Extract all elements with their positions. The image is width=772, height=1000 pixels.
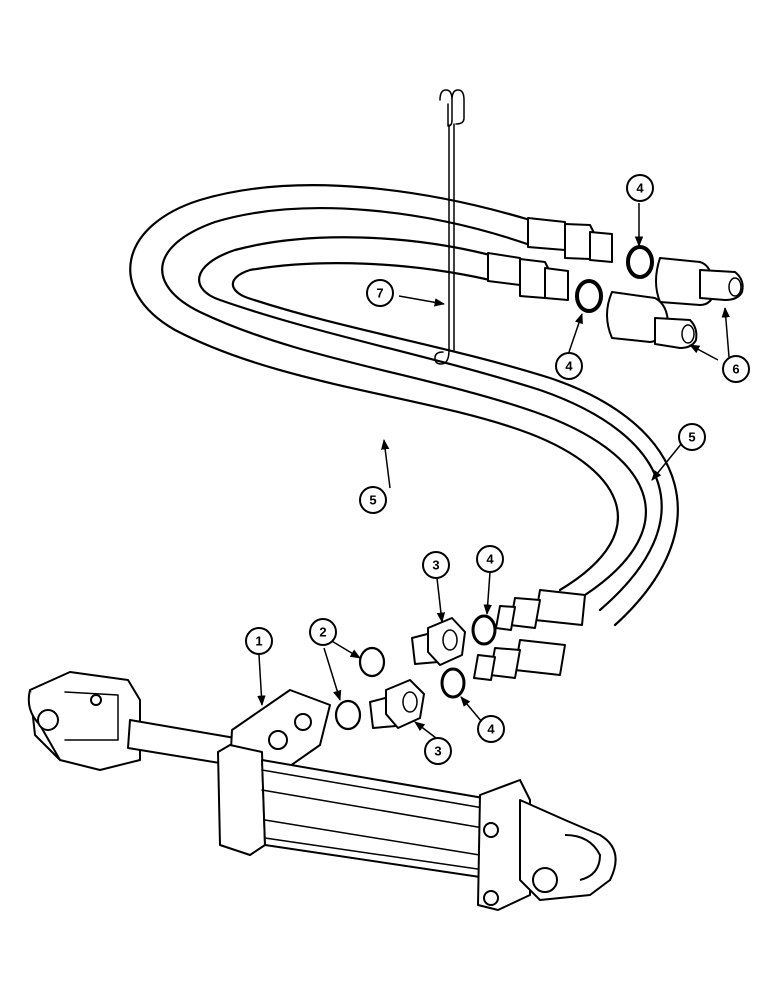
adapters-part-3 [369, 617, 466, 729]
svg-text:6: 6 [732, 362, 739, 377]
hydraulic-cylinder-part-1 [27, 671, 617, 911]
upper-hose-fittings [487, 217, 613, 301]
callout-4-lower: 4 [477, 715, 505, 743]
callout-6: 6 [722, 355, 750, 383]
lower-hose-fittings [473, 589, 586, 681]
svg-text:5: 5 [688, 430, 695, 445]
callout-4-upper-left: 4 [555, 352, 583, 380]
svg-text:5: 5 [369, 493, 376, 508]
svg-text:1: 1 [255, 634, 262, 649]
callout-7: 7 [366, 279, 394, 307]
svg-text:7: 7 [376, 286, 383, 301]
callout-3-top: 3 [422, 551, 450, 579]
svg-text:3: 3 [432, 558, 439, 573]
svg-text:3: 3 [434, 744, 441, 759]
svg-text:2: 2 [319, 625, 326, 640]
o-rings-part-2 [334, 646, 386, 731]
callout-1: 1 [245, 627, 273, 655]
callout-5-left: 5 [359, 486, 387, 514]
svg-text:4: 4 [487, 722, 495, 737]
hydraulic-hoses-part-5 [129, 184, 679, 627]
callout-3-bottom: 3 [424, 737, 452, 765]
callout-2: 2 [309, 618, 337, 646]
svg-text:4: 4 [486, 552, 494, 567]
svg-text:4: 4 [636, 181, 644, 196]
couplers-part-6 [606, 257, 744, 349]
callout-5-right: 5 [678, 423, 706, 451]
hose-clip-part-7 [434, 89, 465, 365]
leader-lines [257, 203, 730, 739]
callout-4-middle: 4 [476, 545, 504, 573]
callout-4-top: 4 [626, 174, 654, 202]
svg-text:4: 4 [565, 359, 573, 374]
o-rings-lower-part-4 [440, 614, 497, 699]
